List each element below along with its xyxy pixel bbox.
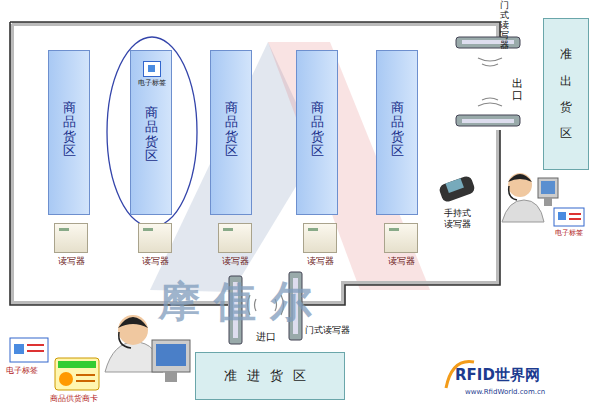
tag-card: [554, 208, 584, 226]
goods-zone: 商品货区电子标签: [130, 50, 172, 215]
tag-icon: [143, 61, 161, 77]
reader-label: 读写器: [214, 255, 256, 268]
electronic-tag: 电子标签: [135, 61, 169, 88]
goods-zone: 商品货区: [296, 50, 338, 215]
reader-label: 读写器: [134, 255, 176, 268]
area-name: 准进货区: [224, 367, 316, 385]
tag-label: 电子标签: [555, 228, 583, 238]
goods-zone: 商品货区: [48, 50, 90, 215]
handheld-label: 手持式读写器: [444, 208, 474, 230]
reader-unit: 读写器: [380, 223, 422, 268]
reader-unit: 读写器: [299, 223, 341, 268]
building-wall: [10, 22, 500, 305]
staging-area: 准出货区: [543, 18, 589, 170]
goods-zone: 商品货区: [210, 50, 252, 215]
reader-panel: [223, 228, 233, 231]
reader-panel: [143, 228, 153, 231]
reader-device: [218, 223, 252, 253]
staging-area: 准进货区: [195, 352, 345, 400]
tag-label: 电子标签: [135, 78, 169, 88]
reader-device: [138, 223, 172, 253]
highlight-ellipse: [107, 37, 197, 227]
reader-label: 读写器: [299, 255, 341, 268]
reader-unit: 读写器: [214, 223, 256, 268]
reader-unit: 读写器: [50, 223, 92, 268]
zone-name: 商品货区: [63, 101, 76, 158]
reader-panel: [59, 228, 69, 231]
tag-card: [10, 338, 48, 362]
entry-label: 进口: [256, 330, 276, 344]
card-label: 商品供货商卡: [50, 393, 98, 404]
reader-panel: [308, 228, 318, 231]
zone-name: 商品货区: [391, 101, 404, 158]
reader-unit: 读写器: [134, 223, 176, 268]
zone-name: 商品货区: [311, 101, 324, 158]
area-name: 准出货区: [560, 41, 572, 147]
reader-label: 读写器: [380, 255, 422, 268]
supplier-card: [55, 358, 99, 390]
reader-panel: [389, 228, 399, 231]
reader-device: [384, 223, 418, 253]
logo-text: RFID世界网: [455, 366, 540, 385]
tag-chip: [148, 65, 155, 72]
operator-right: [502, 173, 558, 222]
wall-shadow: [12, 24, 498, 303]
logo-red-triangle: [268, 42, 430, 290]
tag-label: 电子标签: [6, 365, 38, 376]
exit-label: 出口: [512, 78, 523, 102]
reader-device: [54, 223, 88, 253]
reader-label: 读写器: [50, 255, 92, 268]
logo-url: www.RfidWorld.com.cn: [465, 388, 545, 396]
gate-reader-label: 门式读写器: [500, 1, 509, 50]
zone-name: 商品货区: [225, 101, 238, 158]
handheld-reader: [438, 175, 476, 204]
zone-name: 商品货区: [145, 106, 158, 163]
goods-zone: 商品货区: [376, 50, 418, 215]
gate-reader-label: 门式读写器: [305, 324, 350, 337]
exit-gate-reader: [456, 37, 520, 126]
watermark: 摩值尔: [158, 274, 326, 330]
reader-device: [303, 223, 337, 253]
